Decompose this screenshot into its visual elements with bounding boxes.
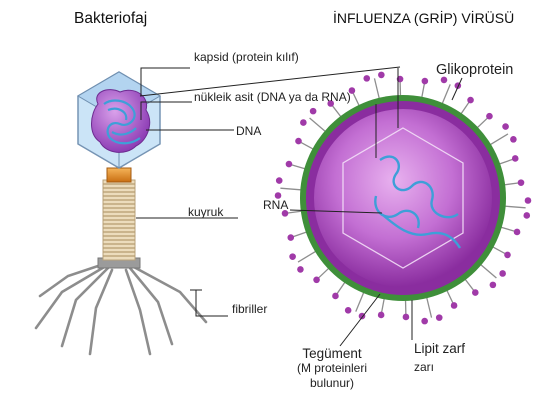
label-glycoprotein: Glikoprotein [436, 62, 514, 78]
glycoprotein-spike-head [440, 76, 448, 84]
label-lipid-line-2: zarı [414, 360, 435, 374]
phage-tail-sheath [102, 179, 136, 261]
glycoprotein-spike-stalk [499, 226, 516, 233]
glycoprotein-spike-stalk [373, 78, 381, 100]
label-lipid-line-1: Lipit zarf [414, 341, 466, 356]
glycoprotein-spike-stalk [441, 84, 451, 105]
leader-lines [136, 66, 463, 347]
glycoprotein-spike-head [504, 251, 511, 259]
glycoprotein-spike-head [402, 313, 410, 321]
phage [34, 71, 208, 356]
label-tegument: Tegüment (M proteinleri bulunur) [282, 346, 382, 391]
glycoprotein-spike-head [421, 77, 429, 85]
glycoprotein-spike-stalk [286, 210, 303, 214]
label-capsid: kapsid (protein kılıf) [194, 50, 299, 64]
glycoprotein-spike-stalk [290, 163, 307, 170]
glycoprotein-spike-head [377, 311, 385, 319]
glycoprotein-spike-stalk [459, 101, 470, 116]
title-influenza: İNFLUENZA (GRİP) VİRÜSÜ [333, 10, 515, 26]
glycoprotein-spike-stalk [317, 266, 331, 279]
glycoprotein-spike-stalk [463, 277, 475, 292]
glycoprotein-spike-head [435, 314, 443, 321]
glycoprotein-spike-head [467, 96, 474, 104]
glycoprotein-spike-head [344, 307, 352, 314]
glycoprotein-spike-stalk [475, 117, 489, 130]
glycoprotein-spike-head [502, 123, 509, 130]
glycoprotein-spike-stalk [299, 141, 315, 151]
glycoprotein-spike-stalk [331, 104, 343, 119]
glycoprotein-spike-head [300, 119, 307, 126]
glycoprotein-spike-head [489, 281, 497, 289]
glycoprotein-spike-head [313, 276, 320, 284]
glycoprotein-spike-head [287, 234, 295, 241]
glycoprotein-spike-stalk [292, 230, 308, 238]
glycoprotein-spike-head [513, 228, 521, 236]
glycoprotein-spike-stalk [352, 92, 361, 108]
glycoprotein-spike-stalk [488, 133, 509, 146]
glycoprotein-spike-head [295, 137, 302, 145]
glycoprotein-spike-stalk [309, 117, 327, 133]
phage-collar [106, 167, 132, 183]
glycoprotein-spike-head [297, 266, 304, 273]
glycoprotein-spike-head [450, 302, 458, 309]
glycoprotein-spike-stalk [479, 263, 497, 279]
glycoprotein-spike-stalk [280, 187, 303, 191]
glycoprotein-spike-stalk [336, 280, 347, 295]
glycoprotein-spike-head [378, 71, 385, 79]
label-fibrils: fibriller [232, 302, 268, 316]
glycoprotein-spike-head [499, 270, 506, 277]
glycoprotein-spike-head [511, 155, 519, 162]
phage-tail-fibers [34, 262, 208, 356]
label-tegument-line-2: (M proteinleri [296, 361, 368, 375]
glycoprotein-spike-head [517, 179, 525, 186]
glycoprotein-spike-head [421, 317, 428, 325]
glycoprotein-spike-stalk [503, 205, 526, 209]
glycoprotein-spike-head [510, 136, 517, 143]
glycoprotein-spike-head [363, 75, 371, 82]
glycoprotein-spike-stalk [498, 158, 514, 166]
label-tail: kuyruk [188, 205, 224, 219]
label-tegument-line-3: bulunur) [309, 376, 355, 390]
glycoprotein-spike-head [327, 100, 334, 107]
glycoprotein-spike-stalk [297, 250, 318, 263]
glycoprotein-spike-stalk [445, 288, 454, 304]
glycoprotein-spike-head [332, 292, 339, 300]
glycoprotein-spike-head [348, 87, 356, 94]
glycoprotein-spike-head [281, 210, 289, 217]
glycoprotein-spike-stalk [491, 245, 507, 255]
glycoprotein-spike-stalk [425, 296, 433, 318]
label-nucleic-acid: nükleik asit (DNA ya da RNA) [194, 90, 351, 104]
glycoprotein-spike-head [472, 289, 479, 296]
label-lipid-envelope: Lipit zarf zarı [414, 340, 465, 376]
glycoprotein-spike-head [275, 177, 283, 184]
glycoprotein-spike-head [285, 160, 293, 168]
glycoprotein-spike-head [524, 197, 532, 204]
phage-capsid [77, 71, 161, 169]
influenza-spikes [274, 71, 532, 325]
glycoprotein-spike-stalk [380, 297, 386, 314]
label-dna: DNA [236, 124, 262, 138]
label-tegument-line-1: Tegüment [302, 346, 362, 361]
glycoprotein-spike-head [274, 192, 282, 199]
label-rna: RNA [263, 198, 289, 212]
title-bacteriophage: Bakteriofaj [74, 10, 148, 27]
glycoprotein-spike-stalk [355, 291, 365, 312]
glycoprotein-spike-head [486, 112, 493, 120]
glycoprotein-spike-stalk [420, 82, 426, 99]
influenza-body [300, 95, 506, 301]
glycoprotein-spike-stalk [503, 182, 520, 186]
glycoprotein-spike-head [523, 212, 531, 219]
glycoprotein-spike-head [309, 107, 317, 115]
glycoprotein-spike-head [289, 253, 296, 260]
